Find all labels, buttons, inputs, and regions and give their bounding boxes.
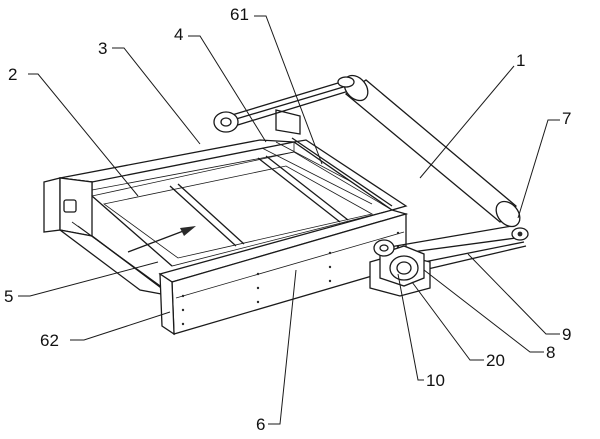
label-2: 2 xyxy=(8,65,17,84)
label-61: 61 xyxy=(230,5,249,24)
motor-assembly xyxy=(369,239,431,297)
label-62: 62 xyxy=(40,331,59,350)
label-4: 4 xyxy=(174,25,183,44)
label-20: 20 xyxy=(486,351,505,370)
front-beam xyxy=(158,209,409,336)
label-5: 5 xyxy=(4,287,13,306)
roller xyxy=(337,74,529,241)
rear-rail xyxy=(59,139,295,197)
right-rail xyxy=(275,109,408,211)
label-6: 6 xyxy=(256,415,265,434)
left-rail xyxy=(43,177,173,297)
leader-lines xyxy=(18,15,560,425)
label-8: 8 xyxy=(546,343,555,362)
label-3: 3 xyxy=(98,39,107,58)
direction-arrow xyxy=(127,226,196,253)
label-9: 9 xyxy=(562,325,571,344)
labels: 1 2 3 4 5 6 7 8 9 10 20 61 62 xyxy=(4,5,571,434)
roller-shaft-end-left xyxy=(337,76,355,88)
label-10: 10 xyxy=(426,371,445,390)
label-7: 7 xyxy=(562,109,571,128)
label-1: 1 xyxy=(516,51,525,70)
